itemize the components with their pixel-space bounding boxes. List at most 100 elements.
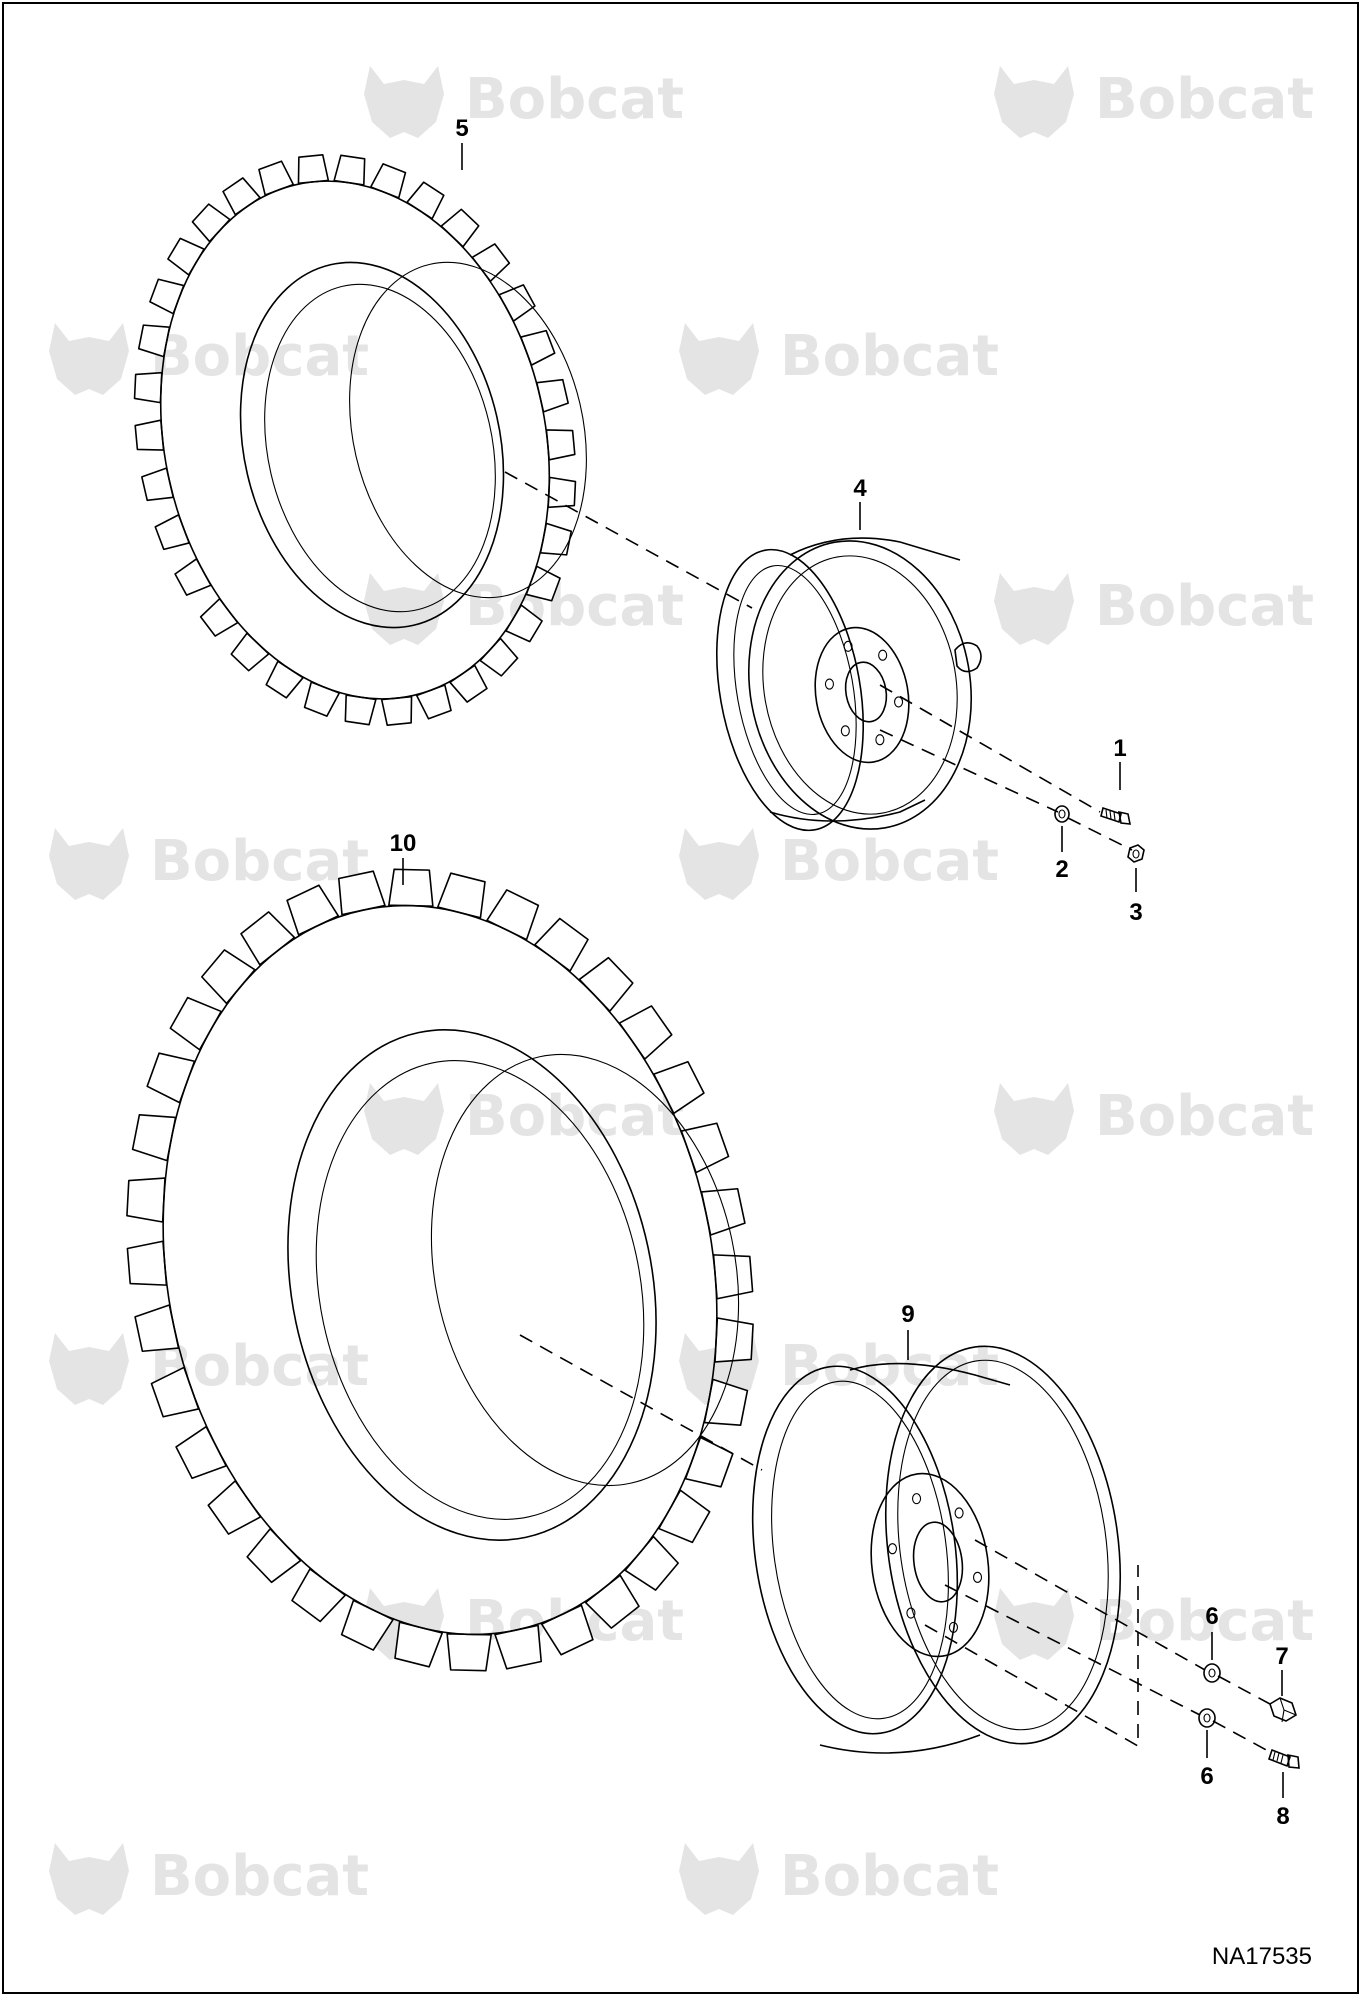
tire-lower-bead bbox=[287, 1029, 657, 1541]
washer-line-upper bbox=[879, 729, 1059, 813]
watermark-text: Bobcat bbox=[780, 1844, 999, 1909]
bolt-hole bbox=[911, 1493, 922, 1505]
rim-upper-bolt-holes bbox=[824, 640, 904, 746]
tire-upper-rim-seat bbox=[264, 283, 496, 613]
tread-lug bbox=[449, 664, 488, 703]
nut-upper-hole bbox=[1132, 849, 1140, 859]
tire-lower-rim-seat bbox=[315, 1060, 645, 1520]
tread-lug bbox=[303, 681, 340, 717]
watermark-text: Bobcat bbox=[465, 1084, 684, 1149]
rim-upper bbox=[715, 537, 982, 832]
callout-7: 7 bbox=[1275, 1643, 1288, 1670]
bolt-hole bbox=[875, 734, 885, 746]
rim-lower-front-lip bbox=[771, 1380, 949, 1720]
washer-upper-hole bbox=[1058, 809, 1066, 819]
tread-lug bbox=[547, 476, 577, 509]
watermark-logo-icon bbox=[49, 828, 129, 900]
bolt-lower-threads bbox=[1272, 1751, 1284, 1764]
bolt-upper-threads bbox=[1105, 809, 1116, 821]
bolt-hole bbox=[843, 640, 853, 652]
tread-lug bbox=[680, 1122, 730, 1174]
watermark: Bobcat bbox=[49, 828, 369, 900]
callout-6-lower: 6 bbox=[1200, 1763, 1213, 1790]
watermark: Bobcat bbox=[679, 323, 999, 395]
watermark-logo-icon bbox=[994, 1588, 1074, 1660]
tread-lug bbox=[146, 1052, 196, 1104]
rim-lower-front-flange bbox=[751, 1365, 959, 1735]
callout-4: 4 bbox=[853, 475, 867, 502]
tread-lug bbox=[471, 243, 511, 283]
rim-upper-front-flange bbox=[715, 548, 865, 832]
watermark-text: Bobcat bbox=[465, 574, 684, 639]
rim-lower-bolt-holes bbox=[887, 1493, 983, 1633]
watermark-text: Bobcat bbox=[150, 1844, 369, 1909]
rim-upper-back-flange bbox=[747, 540, 973, 830]
rim-upper-front-lip bbox=[733, 564, 857, 816]
washer-lower-a-outer bbox=[1203, 1663, 1221, 1683]
tire-lower-inner bbox=[430, 1053, 740, 1487]
tread-lug bbox=[133, 371, 163, 404]
bolt-hole bbox=[840, 725, 850, 737]
bolt-line-lower bbox=[1212, 1720, 1271, 1753]
tread-lug bbox=[380, 695, 413, 727]
tread-lug bbox=[370, 163, 407, 199]
callout-5: 5 bbox=[455, 115, 468, 142]
tire-upper bbox=[133, 153, 587, 727]
washer-lower-a bbox=[1203, 1663, 1221, 1683]
watermark-text: Bobcat bbox=[465, 67, 684, 132]
bolt-lower bbox=[1268, 1748, 1300, 1769]
washer-upper bbox=[1054, 805, 1070, 823]
tread-lug bbox=[533, 917, 589, 972]
tread-lug bbox=[126, 1177, 166, 1223]
tread-lug bbox=[624, 1535, 679, 1591]
rim-lower-disc bbox=[870, 1472, 990, 1658]
watermark-text: Bobcat bbox=[1095, 1589, 1314, 1654]
bolt-upper bbox=[1100, 806, 1131, 825]
watermark: Bobcat bbox=[49, 1333, 369, 1405]
watermark-logo-icon bbox=[679, 828, 759, 900]
bolt-hole bbox=[906, 1607, 916, 1619]
rim-upper-barrel-bottom bbox=[769, 799, 926, 822]
stud-line-lower-b bbox=[944, 1584, 1201, 1716]
watermark: Bobcat bbox=[994, 1588, 1314, 1660]
axis-line-lower bbox=[519, 1334, 763, 1471]
tread-lug bbox=[406, 181, 445, 220]
watermark-logo-icon bbox=[679, 1843, 759, 1915]
rim-upper-hub-hole bbox=[844, 661, 888, 723]
tread-lug bbox=[149, 278, 185, 315]
callout-6-upper: 6 bbox=[1205, 1603, 1218, 1630]
tread-lug bbox=[230, 632, 270, 672]
callout-3: 3 bbox=[1129, 899, 1142, 926]
nut-line-lower bbox=[1217, 1675, 1271, 1705]
tread-lug bbox=[388, 868, 434, 908]
nut-line-upper bbox=[1067, 817, 1133, 851]
watermark-logo-icon bbox=[364, 66, 444, 138]
bolt-line-upper bbox=[879, 684, 1101, 813]
callout-1: 1 bbox=[1113, 735, 1126, 762]
watermark-text: Bobcat bbox=[1095, 1084, 1314, 1149]
tire-upper-inner bbox=[349, 261, 587, 599]
watermark-logo-icon bbox=[49, 1843, 129, 1915]
watermark: Bobcat bbox=[49, 323, 369, 395]
tread-lug bbox=[440, 208, 480, 248]
watermark-logo-icon bbox=[364, 573, 444, 645]
tread-lug bbox=[222, 177, 261, 216]
tread-lug bbox=[258, 160, 295, 196]
tread-lug bbox=[446, 1632, 492, 1672]
watermark-text: Bobcat bbox=[150, 829, 369, 894]
rim-upper-valve-notch bbox=[954, 642, 982, 673]
tread-lug bbox=[134, 419, 165, 451]
watermark-logo-icon bbox=[364, 1083, 444, 1155]
tread-lug bbox=[712, 1254, 754, 1300]
callout-10: 10 bbox=[390, 830, 417, 857]
bolt-hole bbox=[954, 1507, 964, 1519]
rim-lower bbox=[751, 1345, 1122, 1754]
callout-2: 2 bbox=[1055, 856, 1068, 883]
watermark: Bobcat bbox=[994, 573, 1314, 645]
bolt-lower-shank bbox=[1268, 1748, 1291, 1768]
tread-lug bbox=[246, 1528, 302, 1584]
bolt-hole bbox=[894, 696, 904, 708]
nut-lower-facets bbox=[1279, 1697, 1297, 1723]
nut-lower bbox=[1269, 1697, 1297, 1723]
